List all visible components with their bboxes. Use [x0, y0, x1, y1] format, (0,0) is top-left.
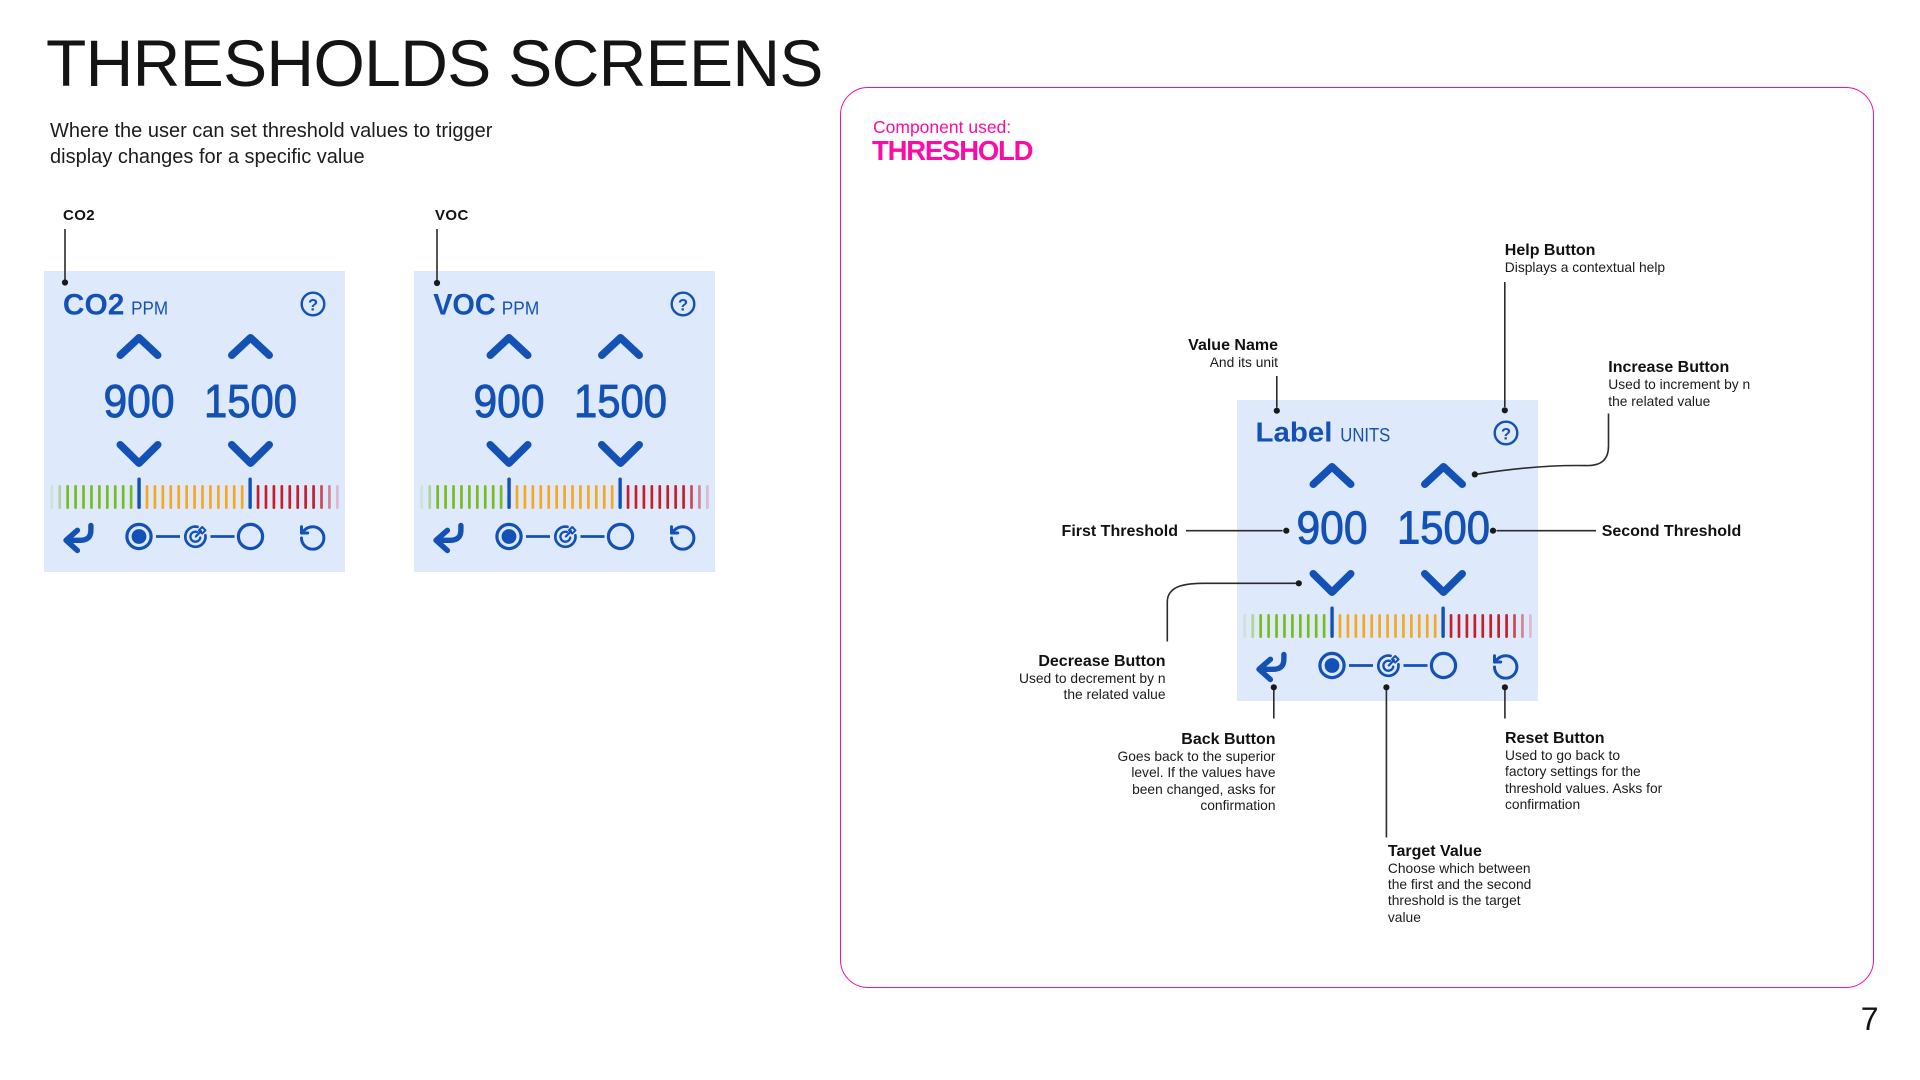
- svg-text:UNITS: UNITS: [1340, 426, 1390, 447]
- svg-text:900: 900: [104, 375, 175, 427]
- svg-text:VOC: VOC: [433, 289, 496, 322]
- svg-text:900: 900: [474, 375, 545, 427]
- svg-text:900: 900: [1297, 502, 1368, 554]
- svg-text:?: ?: [308, 296, 318, 314]
- svg-text:7: 7: [1861, 1001, 1879, 1037]
- svg-text:1500: 1500: [574, 375, 667, 427]
- svg-text:CO2: CO2: [63, 289, 125, 322]
- svg-text:1500: 1500: [1397, 502, 1490, 554]
- svg-text:PPM: PPM: [502, 299, 539, 319]
- svg-text:PPM: PPM: [131, 299, 168, 319]
- svg-text:?: ?: [1501, 425, 1511, 443]
- svg-text:Label: Label: [1256, 417, 1333, 448]
- svg-text:1500: 1500: [204, 375, 297, 427]
- svg-text:?: ?: [678, 296, 688, 314]
